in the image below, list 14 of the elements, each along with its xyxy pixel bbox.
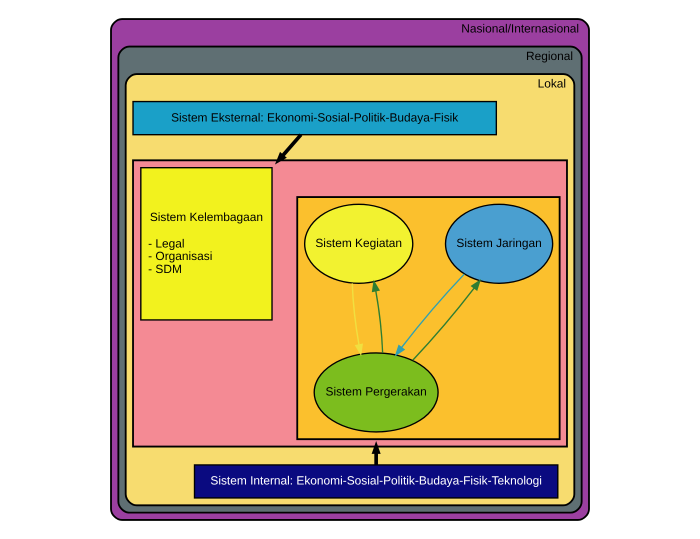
node-box: Sistem Kelembagaan - Legal - Organisasi - SDM [140,166,273,321]
cluster [296,196,561,440]
arrow [394,274,465,357]
node-box: Sistem Internal: Ekonomi-Sosial-Politik-Budaya-Fisik-Teknologi [194,464,558,499]
node-box: Sistem Eksternal: Ekonomi-Sosial-Politik-Budaya-Fisik [132,100,498,136]
node-ellipse: Sistem Kegiatan [304,204,414,284]
arrow [372,441,381,465]
arrow [352,283,363,356]
node-ellipse: Sistem Jaringan [444,204,554,284]
cluster [132,159,568,448]
node-ellipse: Sistem Pergerakan [314,352,439,433]
arrow [412,278,482,361]
arrow [274,134,302,164]
arrow [372,280,384,353]
